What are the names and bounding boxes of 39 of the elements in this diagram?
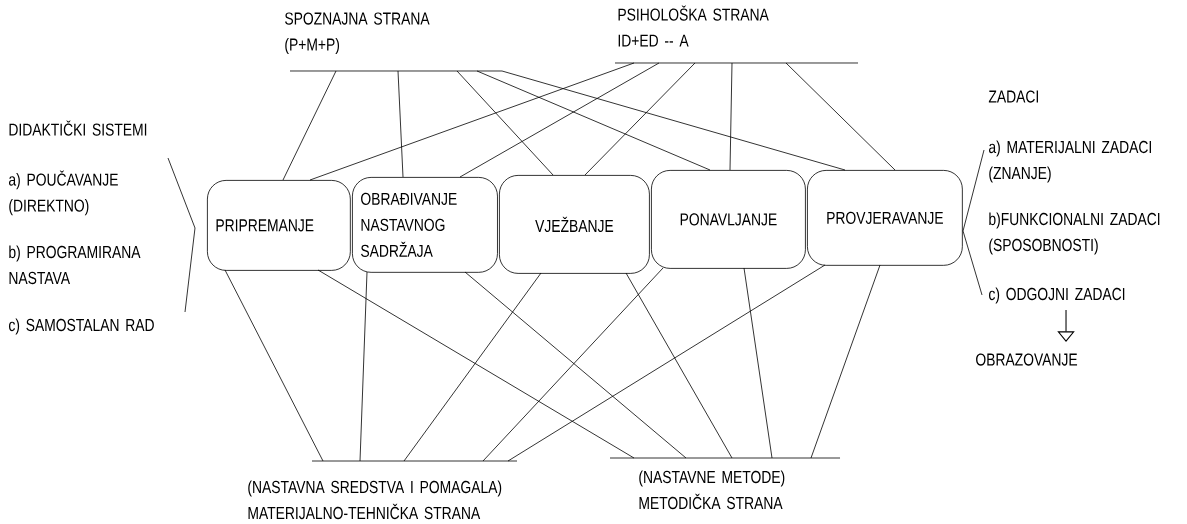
note-text: OBRAZOVANJE [976, 353, 1078, 366]
connector-line [476, 70, 711, 171]
bar-heading: SPOZNAJNA STRANA (P+M+P) [285, 12, 503, 72]
connector-line [456, 70, 554, 176]
connector-line [397, 70, 404, 178]
connector-line [224, 269, 324, 462]
label-text: ZADACI [988, 90, 1038, 103]
connector-line [403, 272, 542, 462]
connector-line [317, 269, 635, 459]
arrow [1057, 309, 1075, 342]
connector-line [459, 62, 660, 178]
connector-line [785, 62, 896, 171]
bar-heading: (NASTAVNA SREDSTVA I POMAGALA) MATERIJALNO-TEHNIČKA STRANA [248, 460, 518, 520]
connector-line [584, 62, 696, 176]
rounded-box: PROVJERAVANJE [807, 170, 963, 266]
connector-line [743, 267, 773, 459]
connector-line [359, 271, 368, 462]
rounded-box: OBRAĐIVANJE NASTAVNOG SADRŽAJA [352, 177, 498, 273]
connector-line [501, 70, 846, 171]
label-text: DIDAKTIČKI SISTEMI [9, 120, 147, 136]
connector-line [309, 62, 635, 181]
note-text: c) ODGOJNI ZADACI [989, 287, 1125, 304]
label-text: b)FUNKCIONALNI ZADACI (SPOSOBNOSTI) [989, 212, 1160, 255]
connector-line [482, 267, 664, 462]
rounded-box: PRIPREMANJE [207, 180, 351, 271]
bar-heading: PSIHOLOŠKA STRANA ID+ED -- A [614, 5, 859, 64]
connector-line [810, 264, 881, 459]
label-text: c) SAMOSTALAN RAD [9, 318, 154, 335]
rounded-box: VJEŽBANJE [499, 175, 650, 274]
connector-line [282, 70, 337, 181]
bar-heading: (NASTAVNE METODE) METODIČKA STRANA [609, 457, 841, 510]
label-text: b) PROGRAMIRANA NASTAVA [9, 245, 141, 285]
label-text: a) POUČAVANJE (DIREKTNO) [9, 170, 118, 216]
label-text: a) MATERIJALNI ZADACI (ZNANJE) [989, 140, 1151, 183]
connector-line [729, 62, 733, 171]
connector-line [507, 264, 826, 462]
connector-line [625, 272, 733, 459]
connector-line [464, 271, 687, 459]
rounded-box: PONAVLJANJE [651, 170, 806, 269]
